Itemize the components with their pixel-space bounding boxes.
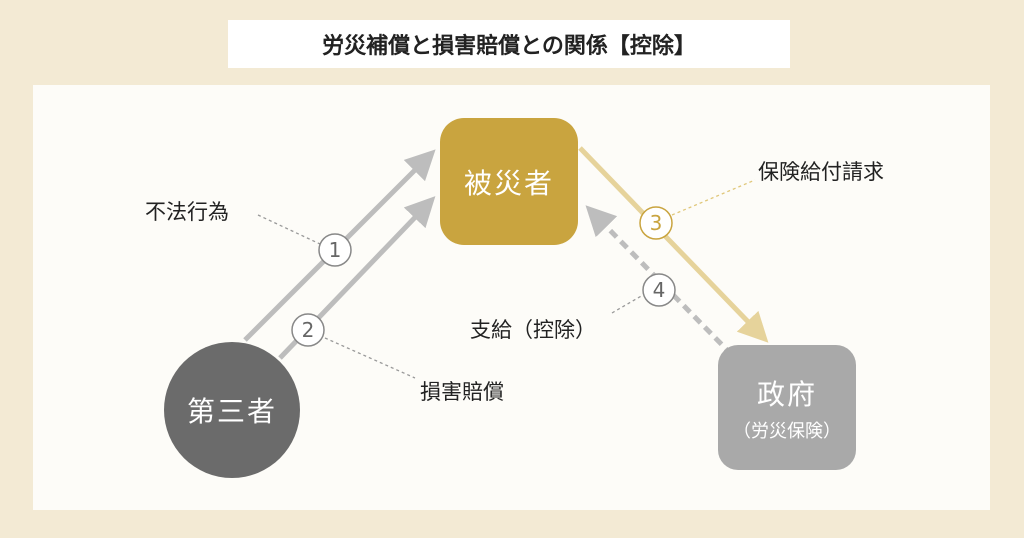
diagram-title: 労災補償と損害賠償との関係【控除】 <box>228 20 790 68</box>
step-2-label: 損害賠償 <box>420 380 504 404</box>
government-label: 政府 <box>756 377 817 411</box>
step-3-label: 保険給付請求 <box>758 160 884 184</box>
leader-3 <box>671 179 756 216</box>
leader-2 <box>324 337 416 379</box>
leader-4 <box>611 294 644 314</box>
government-node: 政府 （労災保険） <box>718 345 856 470</box>
step-2-number: 2 <box>302 318 315 342</box>
step-4-label: 支給（控除） <box>470 318 596 342</box>
step-1-badge <box>318 233 352 267</box>
step-4-number: 4 <box>653 278 666 302</box>
step-3-number: 3 <box>650 211 663 235</box>
third-party-node: 第三者 <box>164 342 300 478</box>
leader-1 <box>257 214 321 245</box>
arrow-3-claim <box>578 146 769 343</box>
step-1-label: 不法行為 <box>145 200 229 224</box>
government-sublabel: （労災保険） <box>733 420 841 442</box>
third-party-label: 第三者 <box>186 395 277 428</box>
step-2-badge <box>291 313 325 347</box>
victim-node: 被災者 <box>440 118 578 245</box>
step-3-badge <box>639 206 673 240</box>
step-4-badge <box>642 273 676 307</box>
step-1-number: 1 <box>329 238 342 262</box>
victim-label: 被災者 <box>463 166 554 200</box>
